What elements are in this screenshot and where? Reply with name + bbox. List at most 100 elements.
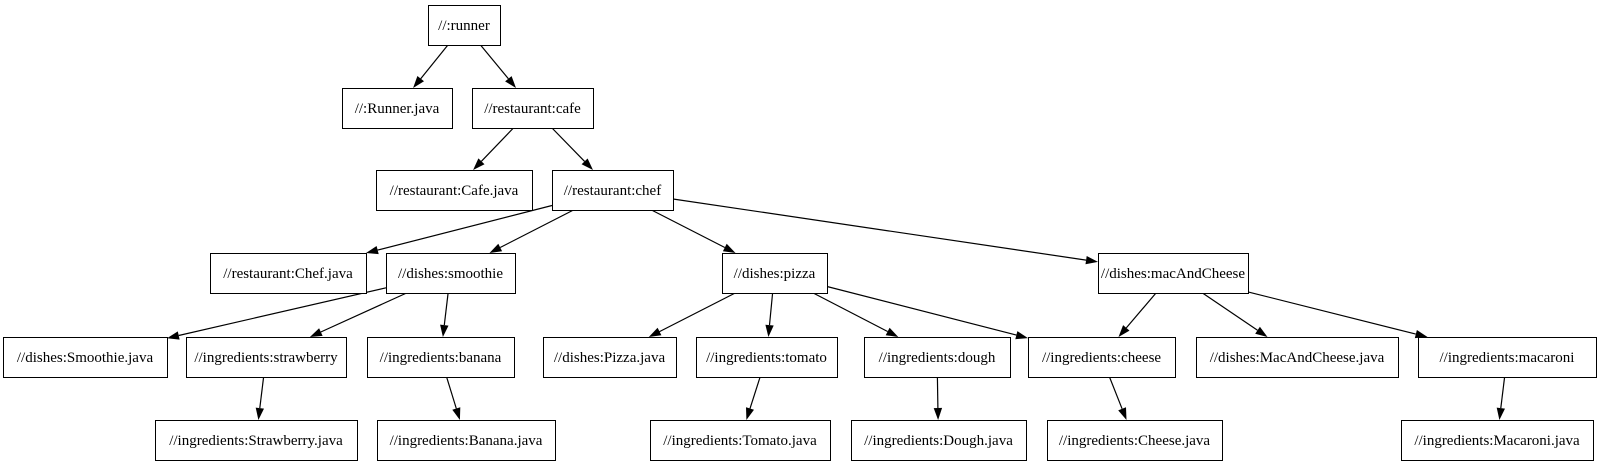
node-box-cafe-java	[376, 170, 533, 211]
edge-arrowhead-icon-chef-to-smoothie	[489, 243, 503, 253]
edge-line-runner-to-runner-java	[420, 44, 449, 80]
node-box-chef	[552, 170, 674, 211]
edge-pizza-to-tomato	[765, 292, 774, 337]
node-label-dough: //ingredients:dough	[879, 350, 996, 366]
edge-line-chef-to-smoothie	[499, 209, 574, 249]
edge-line-cafe-to-chef	[551, 127, 586, 162]
edge-cafe-to-cafe-java	[473, 127, 514, 170]
edge-line-chef-to-pizza	[651, 209, 726, 249]
edge-line-runner-to-cafe	[480, 44, 509, 80]
graph-node-tomato: //ingredients:tomato	[696, 337, 838, 378]
node-label-banana-java: //ingredients:Banana.java	[390, 433, 543, 449]
node-label-macaroni-java: //ingredients:Macaroni.java	[1414, 433, 1580, 449]
edge-arrowhead-icon-cheese-to-cheese-java	[1118, 407, 1127, 420]
node-box-tomato	[696, 337, 838, 378]
graph-node-pizza: //dishes:pizza	[722, 253, 828, 294]
edge-line-smoothie-to-banana	[443, 292, 449, 326]
edge-arrowhead-icon-pizza-to-pizza-java	[648, 327, 662, 337]
edge-arrowhead-icon-runner-to-cafe	[505, 76, 516, 88]
edge-pizza-to-dough	[812, 292, 899, 337]
node-box-cafe	[472, 88, 594, 129]
graph-node-runner-java: //:Runner.java	[342, 88, 453, 129]
node-box-macaroni	[1418, 337, 1597, 378]
edge-macaroni-to-macaroni-java	[1496, 376, 1506, 420]
edge-mac-and-cheese-to-mac-and-cheese-java	[1202, 292, 1268, 337]
graph-node-smoothie: //dishes:smoothie	[386, 253, 516, 294]
node-label-strawberry: //ingredients:strawberry	[194, 350, 338, 366]
edge-line-pizza-to-cheese	[826, 285, 1017, 336]
edge-arrowhead-icon-dough-to-dough-java	[933, 407, 943, 420]
edge-mac-and-cheese-to-cheese	[1118, 292, 1157, 337]
edge-line-macaroni-to-macaroni-java	[1500, 376, 1506, 409]
graph-node-pizza-java: //dishes:Pizza.java	[543, 337, 677, 378]
edge-line-mac-and-cheese-to-macaroni	[1247, 291, 1416, 335]
node-box-banana-java	[377, 420, 556, 461]
edge-line-smoothie-to-strawberry	[320, 292, 407, 333]
edge-pizza-to-cheese	[826, 285, 1028, 340]
graph-node-strawberry: //ingredients:strawberry	[186, 337, 347, 378]
node-box-chef-java	[210, 253, 367, 294]
node-label-strawberry-java: //ingredients:Strawberry.java	[169, 433, 343, 449]
graph-node-dough-java: //ingredients:Dough.java	[851, 420, 1027, 461]
edge-arrowhead-icon-cafe-to-chef	[581, 158, 593, 170]
graph-node-chef-java: //restaurant:Chef.java	[210, 253, 367, 294]
edge-banana-to-banana-java	[446, 376, 461, 420]
node-label-cheese-java: //ingredients:Cheese.java	[1059, 433, 1211, 449]
graph-node-cafe: //restaurant:cafe	[472, 88, 594, 129]
edge-chef-to-pizza	[651, 209, 736, 253]
node-label-mac-and-cheese-java: //dishes:MacAndCheese.java	[1210, 350, 1385, 366]
node-box-mac-and-cheese	[1098, 253, 1249, 294]
node-label-cheese: //ingredients:cheese	[1042, 350, 1161, 366]
graph-node-cheese-java: //ingredients:Cheese.java	[1047, 420, 1223, 461]
node-label-dough-java: //ingredients:Dough.java	[864, 433, 1013, 449]
graph-node-cafe-java: //restaurant:Cafe.java	[376, 170, 533, 211]
edge-line-pizza-to-pizza-java	[659, 292, 736, 333]
node-box-pizza	[722, 253, 828, 294]
edge-strawberry-to-strawberry-java	[255, 376, 265, 420]
edge-dough-to-dough-java	[933, 376, 943, 420]
node-box-smoothie-java	[3, 337, 168, 378]
node-box-strawberry-java	[155, 420, 358, 461]
edge-runner-to-runner-java	[413, 44, 449, 88]
edge-arrowhead-icon-smoothie-to-smoothie-java	[167, 331, 180, 340]
edge-arrowhead-icon-chef-to-pizza	[722, 243, 736, 253]
node-box-smoothie	[386, 253, 516, 294]
node-box-tomato-java	[650, 420, 831, 461]
node-label-banana: //ingredients:banana	[380, 350, 502, 366]
node-box-dough	[864, 337, 1011, 378]
edge-arrowhead-icon-smoothie-to-strawberry	[309, 328, 323, 337]
graph-node-banana-java: //ingredients:Banana.java	[377, 420, 556, 461]
edge-line-cheese-to-cheese-java	[1108, 376, 1123, 410]
graph-node-dough: //ingredients:dough	[864, 337, 1011, 378]
node-box-banana	[367, 337, 515, 378]
edge-line-dough-to-dough-java	[936, 376, 939, 409]
graph-node-runner: //:runner	[428, 5, 501, 46]
edge-line-pizza-to-tomato	[768, 292, 774, 326]
node-label-chef: //restaurant:chef	[564, 183, 661, 199]
edge-arrowhead-icon-mac-and-cheese-to-macaroni	[1414, 330, 1428, 339]
node-box-runner-java	[342, 88, 453, 129]
graph-node-mac-and-cheese-java: //dishes:MacAndCheese.java	[1196, 337, 1399, 378]
graph-node-chef: //restaurant:chef	[552, 170, 674, 211]
edge-line-mac-and-cheese-to-cheese	[1125, 292, 1157, 329]
node-label-pizza-java: //dishes:Pizza.java	[554, 350, 666, 366]
graph-node-strawberry-java: //ingredients:Strawberry.java	[155, 420, 358, 461]
edge-arrowhead-icon-mac-and-cheese-to-mac-and-cheese-java	[1255, 326, 1268, 337]
node-label-pizza: //dishes:pizza	[734, 266, 816, 282]
edge-mac-and-cheese-to-macaroni	[1247, 291, 1428, 339]
node-box-strawberry	[186, 337, 347, 378]
edge-smoothie-to-strawberry	[309, 292, 407, 337]
node-label-tomato-java: //ingredients:Tomato.java	[663, 433, 817, 449]
edge-line-chef-to-chef-java	[377, 204, 553, 251]
edge-line-smoothie-to-smoothie-java	[178, 287, 387, 337]
edge-line-chef-to-mac-and-cheese	[672, 198, 1087, 261]
edge-line-mac-and-cheese-to-mac-and-cheese-java	[1202, 292, 1258, 331]
node-label-tomato: //ingredients:tomato	[706, 350, 827, 366]
node-box-dough-java	[851, 420, 1027, 461]
edge-line-tomato-to-tomato-java	[749, 376, 761, 409]
edge-chef-to-chef-java	[366, 204, 553, 255]
edge-smoothie-to-banana	[440, 292, 449, 337]
edge-arrowhead-icon-chef-to-chef-java	[366, 246, 379, 255]
edge-arrowhead-icon-tomato-to-tomato-java	[746, 407, 754, 420]
node-label-macaroni: //ingredients:macaroni	[1440, 350, 1575, 366]
